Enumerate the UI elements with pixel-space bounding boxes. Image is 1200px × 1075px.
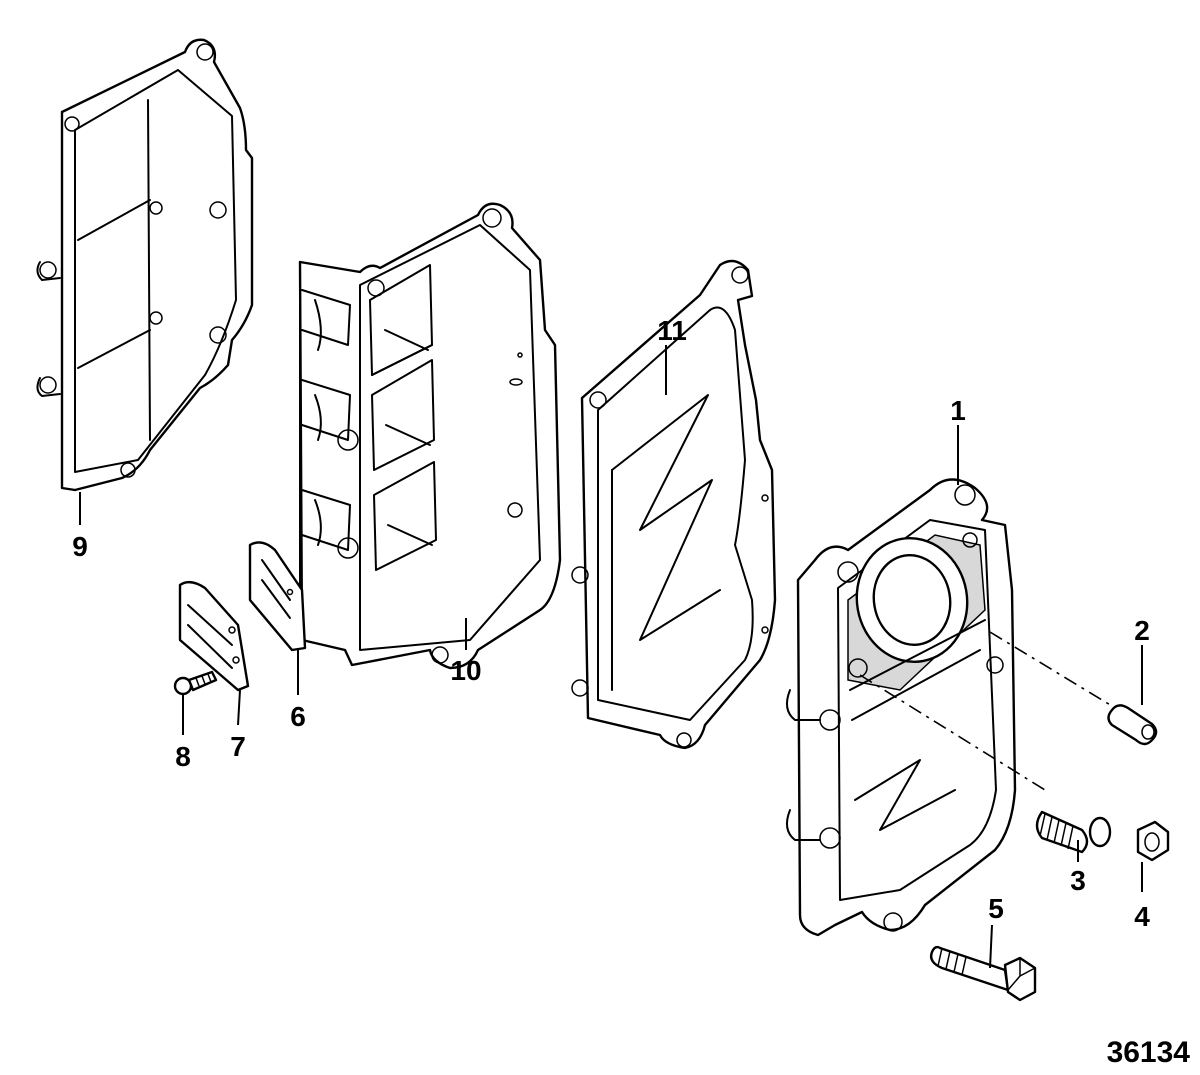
- callout-5: 5: [988, 893, 1004, 924]
- callout-3: 3: [1070, 865, 1086, 896]
- part-7-reed-stop: [178, 580, 250, 692]
- callout-8: 8: [175, 741, 191, 772]
- part-11-gasket: [571, 259, 777, 750]
- callout-7: 7: [230, 731, 246, 762]
- part-8-screw: [173, 670, 218, 696]
- part-4-nut: [1136, 820, 1170, 862]
- part-2-dowel-pin: [1107, 704, 1158, 746]
- part-9-gasket: [36, 38, 254, 492]
- part-6-reed-petal: [248, 541, 307, 652]
- figure-number: 36134: [1107, 1036, 1191, 1069]
- part-1-cover-plate: [785, 478, 1017, 937]
- part-10-reed-block: [298, 202, 562, 670]
- callout-10: 10: [450, 655, 481, 686]
- callout-6: 6: [290, 701, 306, 732]
- callout-9: 9: [72, 531, 88, 562]
- center-line-3: [859, 674, 1046, 791]
- part-5-bolt: [929, 945, 1037, 1002]
- callout-11: 11: [657, 315, 687, 346]
- callout-1: 1: [950, 395, 966, 426]
- part-3-stud: [1035, 810, 1112, 854]
- leader-lines: [79, 345, 1143, 969]
- callout-2: 2: [1134, 615, 1150, 646]
- callout-4: 4: [1134, 901, 1150, 932]
